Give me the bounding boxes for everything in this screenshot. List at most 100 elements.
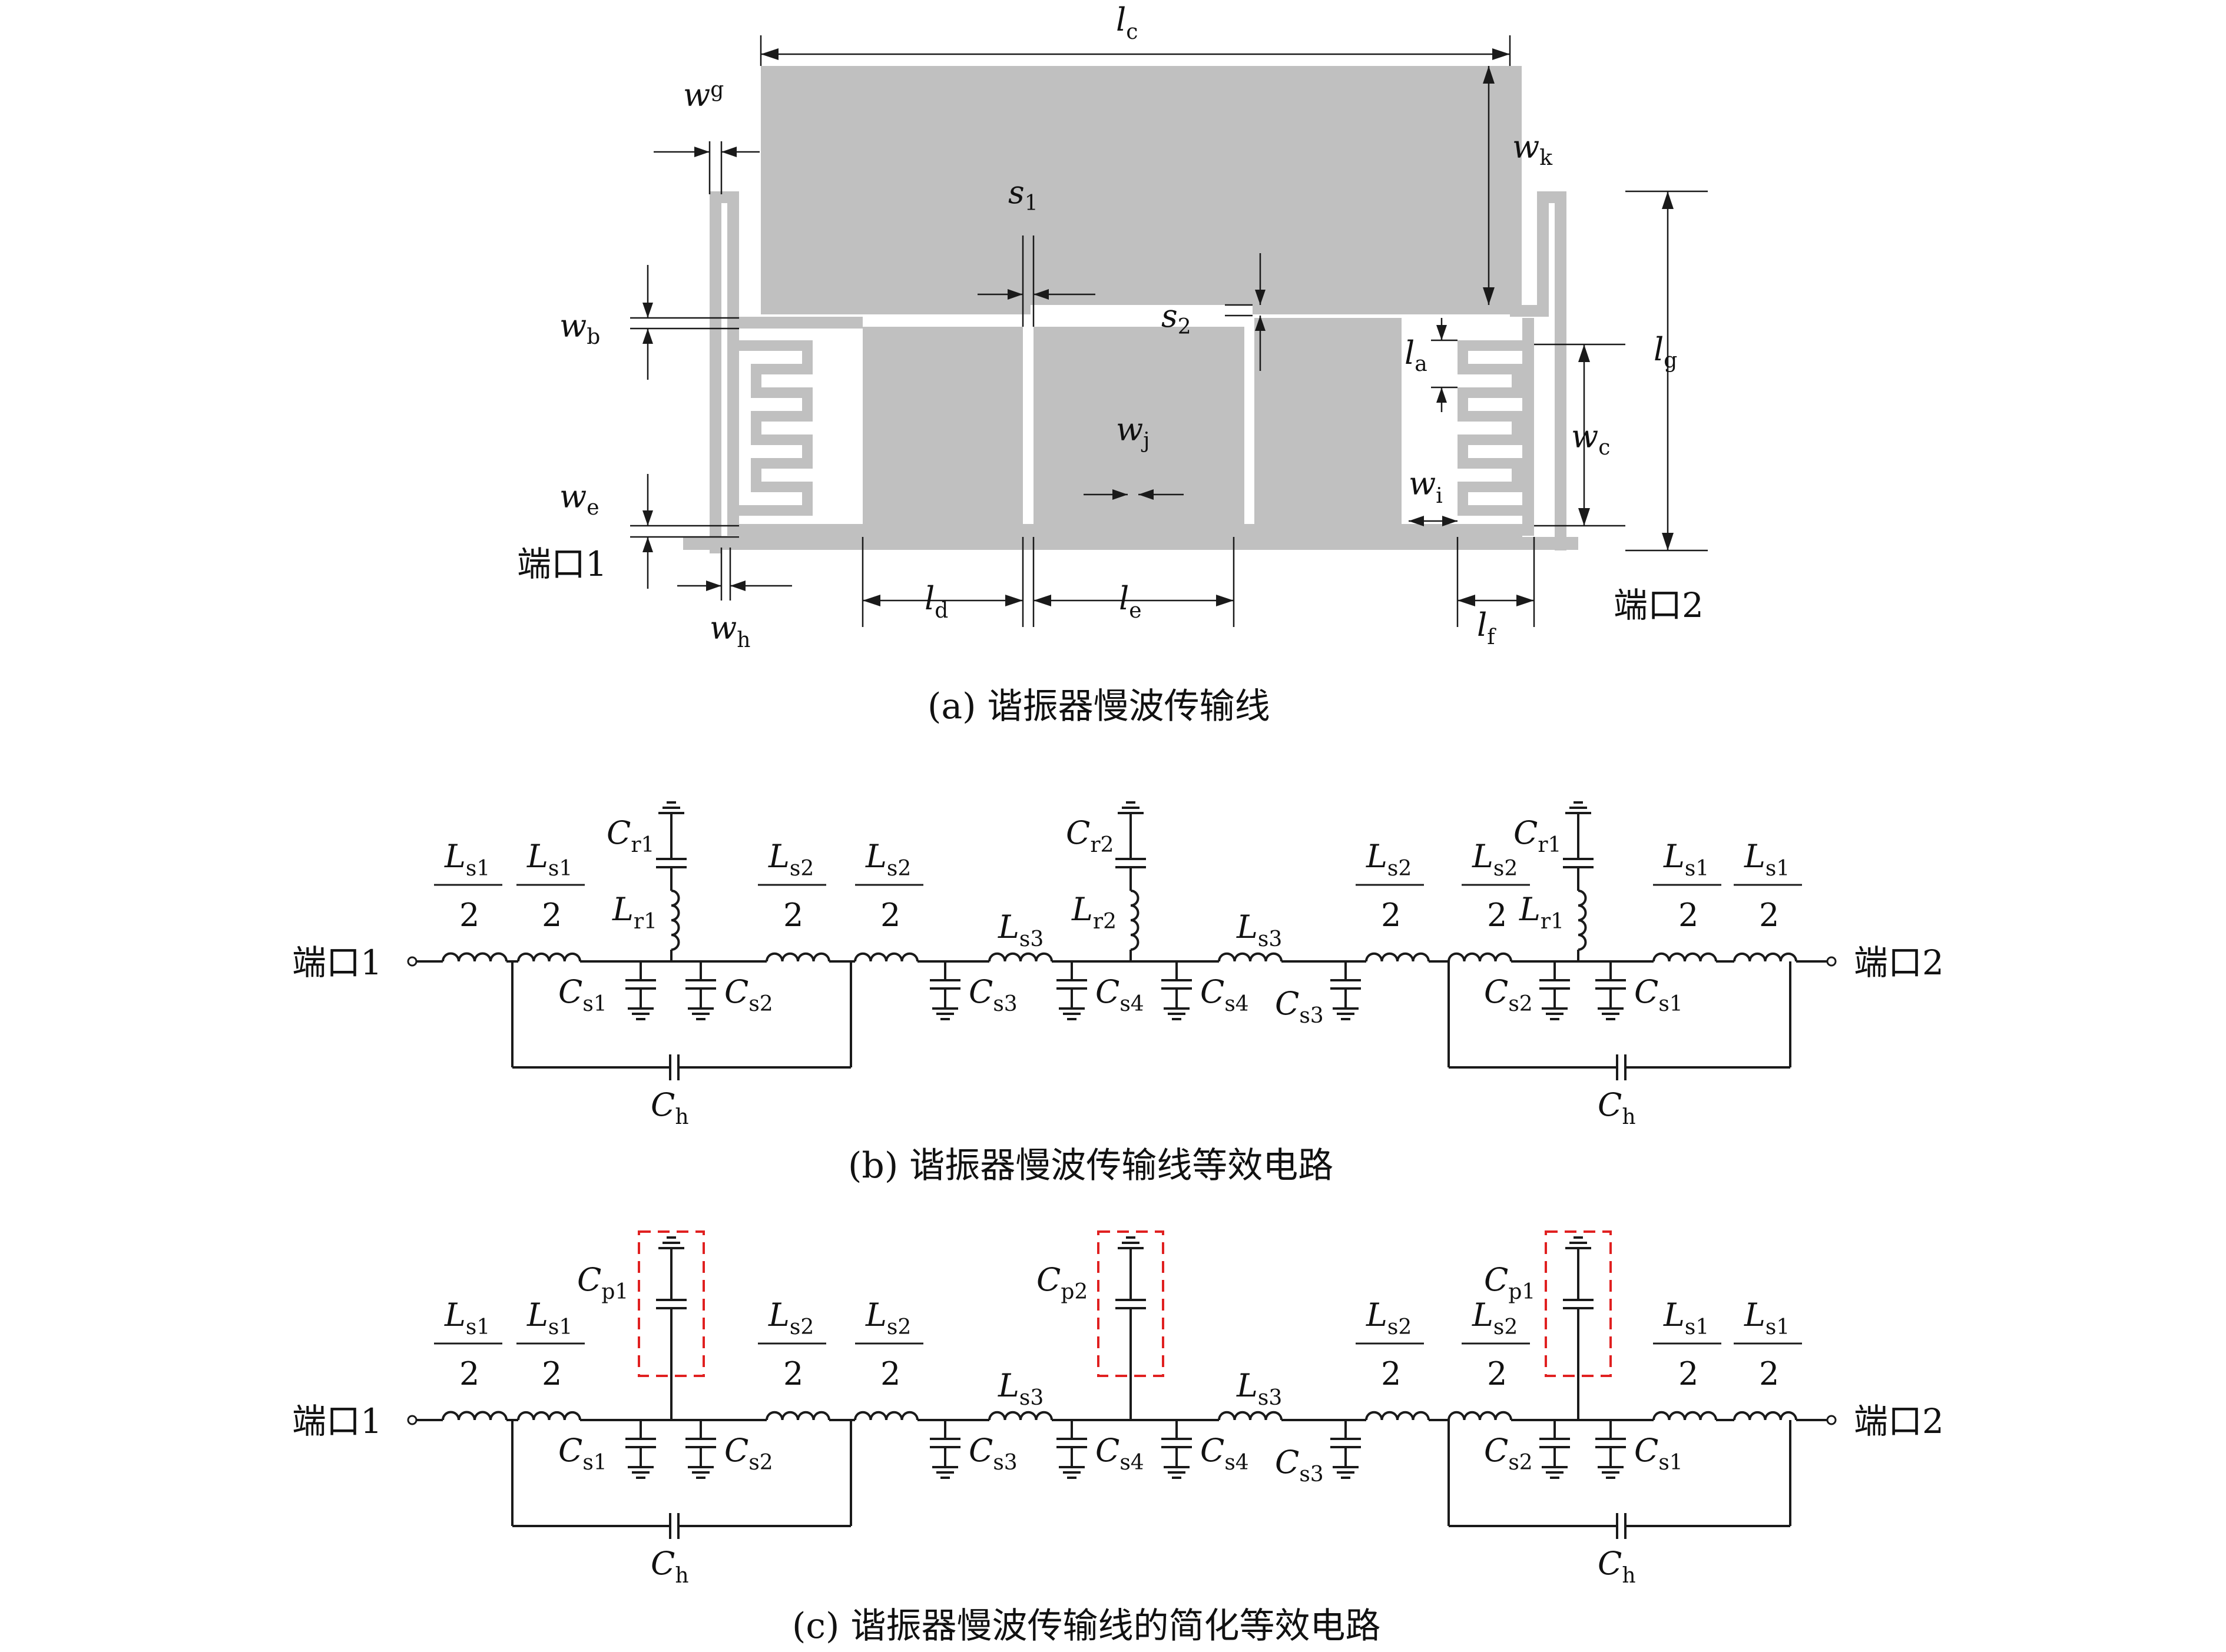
shunt-capacitor-Cs4: [1161, 961, 1192, 1020]
ground-icon: [1118, 1236, 1144, 1249]
label-Lr2: Lr2: [1071, 891, 1117, 934]
label-le: le: [1119, 580, 1142, 623]
shunt-capacitor-Cs4: [1056, 961, 1087, 1020]
port2-label: 端口2: [1854, 943, 1944, 983]
label-la: la: [1404, 334, 1427, 376]
shunt-capacitor-Cs3: [1330, 1420, 1361, 1479]
ground-icon: [932, 1466, 958, 1479]
label-Cs3: Cs3: [969, 1432, 1018, 1475]
series-inductor: [1733, 1411, 1797, 1421]
shunt-capacitor-body: [1330, 961, 1361, 1007]
fraction-denominator: 2: [880, 1355, 900, 1392]
series-inductor: [517, 952, 581, 962]
fraction-numerator: Ls2: [768, 1296, 814, 1339]
ground-icon: [628, 1007, 654, 1020]
label-s2: s2: [1161, 297, 1191, 339]
ground-icon: [1118, 801, 1144, 814]
series-inductor: [1365, 952, 1430, 962]
label-Cs3: Cs3: [1275, 1444, 1324, 1487]
ground-icon: [1059, 1007, 1085, 1020]
fraction-numerator: Ls1: [1663, 838, 1709, 881]
bypass-capacitor-ch: [1616, 1513, 1627, 1539]
port2-label-a: 端口2: [1614, 585, 1704, 625]
series-inductor: [442, 952, 508, 962]
fraction-denominator: 2: [542, 1355, 562, 1392]
shunt-capacitor-body: [1056, 1420, 1087, 1466]
label-Cp1: Cp1: [1484, 1261, 1535, 1304]
series-inductor: [442, 1411, 508, 1421]
series-inductor: [1447, 952, 1512, 962]
ground-icon: [1598, 1007, 1624, 1020]
fraction-numerator: Ls2: [1366, 1296, 1412, 1339]
shunt-capacitor-Cs2: [1539, 1420, 1570, 1479]
port1-terminal: [407, 956, 418, 967]
fraction-numerator: Ls1: [444, 1296, 490, 1339]
shunt-capacitor-body: [625, 961, 656, 1007]
label-Cs2: Cs2: [1484, 1432, 1533, 1475]
port1-label: 端口1: [292, 943, 382, 983]
fraction-denominator: 2: [1678, 897, 1698, 934]
label-wi: wi: [1409, 465, 1443, 508]
fraction-denominator: 2: [542, 897, 562, 934]
resonator-inductor: [1130, 890, 1140, 951]
fraction-numerator: Ls1: [1663, 1296, 1709, 1339]
panel-a-layout: lc wg wk s1 s2 lg wb la wj wc we wi ld l…: [517, 1, 1708, 727]
bypass-capacitor-ch: [669, 1513, 680, 1539]
ground-icon: [932, 1007, 958, 1020]
top-resonator-patch: [761, 66, 1510, 314]
ground-icon: [1164, 1466, 1190, 1479]
label-Ls3: Ls3: [998, 1367, 1044, 1410]
label-wc: wc: [1571, 418, 1610, 460]
dimension-annotations: [630, 35, 1708, 627]
ground-icon: [658, 801, 684, 814]
fraction-numerator: Ls2: [768, 838, 814, 881]
fraction-denominator: 2: [1381, 897, 1401, 934]
label-Cp2: Cp2: [1036, 1261, 1088, 1304]
series-inductor: [1733, 952, 1797, 962]
shunt-capacitor-Cs2: [685, 961, 716, 1020]
fraction-numerator: Ls2: [865, 838, 911, 881]
shunt-capacitor-Cs4: [1161, 1420, 1192, 1479]
ground-icon: [1164, 1007, 1190, 1020]
fraction-numerator: Ls1: [444, 838, 490, 881]
ground-icon: [1059, 1466, 1085, 1479]
shunt-capacitor-body: [1330, 1420, 1361, 1466]
label-wb: wb: [559, 307, 600, 349]
series-inductor: [1652, 952, 1717, 962]
shunt-capacitor-body: [1056, 961, 1087, 1007]
series-inductor: [988, 952, 1053, 962]
caption-c: (c) 谐振器慢波传输线的简化等效电路: [792, 1605, 1381, 1647]
bottom-patch-left: [863, 327, 1023, 536]
bottom-feed-line: [683, 537, 1578, 550]
fraction-denominator: 2: [1759, 1355, 1779, 1392]
label-Cr1: Cr1: [1513, 814, 1561, 857]
shunt-capacitor-Cs1: [1595, 1420, 1626, 1479]
series-inductor: [988, 1411, 1053, 1421]
fraction-numerator: Ls1: [1744, 838, 1790, 881]
label-Cs2: Cs2: [724, 1432, 773, 1475]
label-Ls3: Ls3: [998, 908, 1044, 951]
highlight-box: [1097, 1230, 1164, 1377]
shunt-capacitor-body: [685, 1420, 716, 1466]
port2-label: 端口2: [1854, 1401, 1944, 1441]
label-Ls3: Ls3: [1236, 908, 1282, 951]
right-meander-line: [1458, 66, 1566, 550]
ground-icon: [1565, 1236, 1591, 1249]
ground-icon: [1542, 1007, 1568, 1020]
resonator-inductor: [671, 890, 680, 951]
shunt-capacitor-body: [1595, 961, 1626, 1007]
shunt-capacitor-body: [930, 961, 960, 1007]
ground-icon: [1542, 1466, 1568, 1479]
bottom-patch-middle: [1034, 327, 1244, 536]
